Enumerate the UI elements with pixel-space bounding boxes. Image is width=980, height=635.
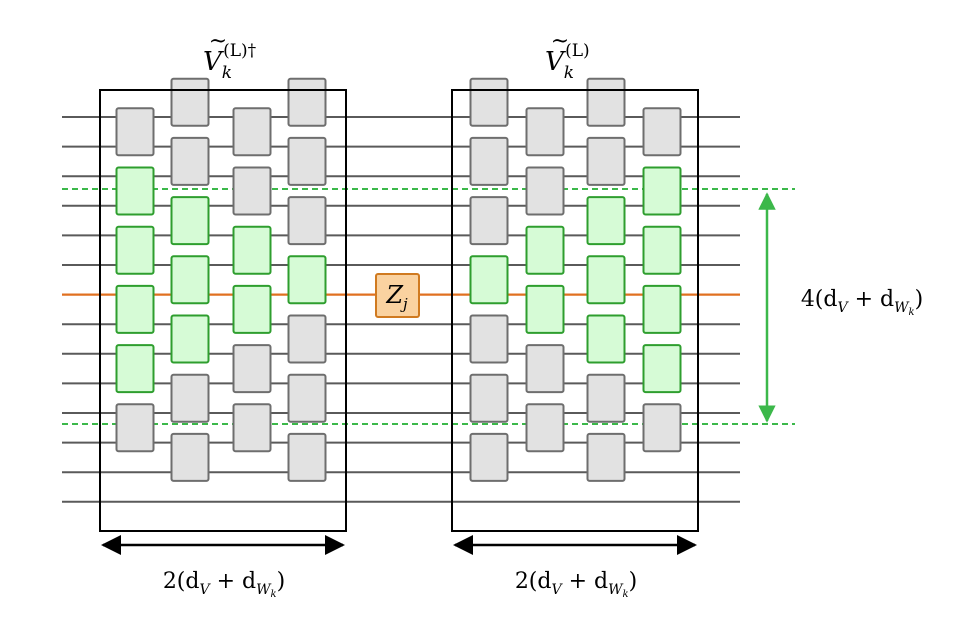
left-gray-gate (287, 77, 327, 127)
right-gray-gate (642, 403, 682, 453)
right-operator-text: Vk(L) (545, 41, 590, 83)
right-green-gate (586, 314, 626, 364)
right-green-gate (469, 255, 509, 305)
right-gray-gate (469, 77, 509, 127)
left-green-gate (115, 284, 155, 334)
right-gray-gate (586, 373, 626, 423)
right-operator-label: ~ Vk(L) (545, 29, 590, 83)
left-operator-sup: (L)† (223, 41, 257, 61)
right-width-sub3: k (623, 589, 629, 600)
right-width-mid: + d (562, 569, 609, 594)
right-gray-gate (525, 166, 565, 216)
right-gray-gate (525, 403, 565, 453)
left-operator-base: V (203, 47, 224, 77)
gate-group (115, 77, 682, 482)
left-gray-gate (170, 136, 210, 186)
left-gray-gate (115, 107, 155, 157)
right-gray-gate (586, 136, 626, 186)
z-gate-sub: j (400, 295, 408, 313)
right-gray-gate (469, 314, 509, 364)
right-green-gate (525, 284, 565, 334)
right-operator-sub: k (564, 63, 574, 83)
right-green-gate (642, 344, 682, 394)
z-gate-label: Zj (385, 281, 408, 313)
right-gray-gate (469, 432, 509, 482)
right-gray-gate (586, 432, 626, 482)
right-green-gate (642, 225, 682, 275)
height-span-prefix: 4(d (801, 287, 838, 312)
left-gray-gate (287, 136, 327, 186)
left-width-sub1: V (199, 582, 211, 598)
left-green-gate (170, 255, 210, 305)
height-span-label: 4(dV + dWk) (801, 287, 923, 318)
height-span-mid: + d (848, 287, 895, 312)
left-green-gate (232, 284, 272, 334)
right-green-gate (642, 166, 682, 216)
right-green-gate (525, 225, 565, 275)
left-gray-gate (170, 432, 210, 482)
height-span-suffix: ) (915, 287, 924, 312)
left-width-sub3: k (271, 589, 277, 600)
right-green-gate (642, 284, 682, 334)
left-gray-gate (232, 107, 272, 157)
right-gray-gate (469, 373, 509, 423)
left-operator-label: ~ Vk(L)† (203, 29, 257, 83)
right-gray-gate (642, 107, 682, 157)
right-width-sub1: V (551, 582, 563, 598)
right-width-label: 2(dV + dWk) (515, 569, 637, 600)
left-operator-tilde: ~ (209, 29, 227, 54)
left-gray-gate (115, 403, 155, 453)
left-block-frame (99, 89, 347, 532)
right-operator-base: V (545, 47, 566, 77)
right-gray-gate (586, 77, 626, 127)
left-width-prefix: 2(d (163, 569, 200, 594)
left-gray-gate (287, 314, 327, 364)
left-width-sub2: W (256, 582, 272, 598)
right-width-suffix: ) (629, 569, 638, 594)
left-gray-gate (170, 77, 210, 127)
center-gate: Zj (375, 273, 420, 318)
left-width-suffix: ) (277, 569, 286, 594)
right-operator-sup: (L) (565, 41, 590, 61)
left-green-gate (170, 314, 210, 364)
left-gray-gate (232, 344, 272, 394)
left-width-mid: + d (210, 569, 257, 594)
right-operator-tilde: ~ (551, 29, 569, 54)
left-green-gate (287, 255, 327, 305)
z-gate-box (375, 273, 420, 318)
right-gray-gate (525, 107, 565, 157)
left-gray-gate (287, 432, 327, 482)
left-green-gate (115, 344, 155, 394)
left-width-label: 2(dV + dWk) (163, 569, 285, 600)
right-green-gate (586, 196, 626, 246)
right-gray-gate (525, 344, 565, 394)
left-green-gate (115, 166, 155, 216)
right-width-prefix: 2(d (515, 569, 552, 594)
left-gray-gate (287, 373, 327, 423)
right-gray-gate (469, 196, 509, 246)
left-green-gate (232, 225, 272, 275)
left-gray-gate (232, 403, 272, 453)
z-gate-base: Z (385, 281, 404, 309)
left-gray-gate (232, 166, 272, 216)
right-green-gate (586, 255, 626, 305)
right-gray-gate (469, 136, 509, 186)
left-gray-gate (170, 373, 210, 423)
height-span-sub2: W (894, 300, 910, 316)
left-green-gate (170, 196, 210, 246)
height-span-sub1: V (837, 300, 849, 316)
right-block-frame (451, 89, 699, 532)
right-width-sub2: W (608, 582, 624, 598)
left-operator-sub: k (222, 63, 232, 83)
left-gray-gate (287, 196, 327, 246)
left-green-gate (115, 225, 155, 275)
height-span-sub3: k (909, 307, 915, 318)
left-operator-text: Vk(L)† (203, 41, 257, 83)
